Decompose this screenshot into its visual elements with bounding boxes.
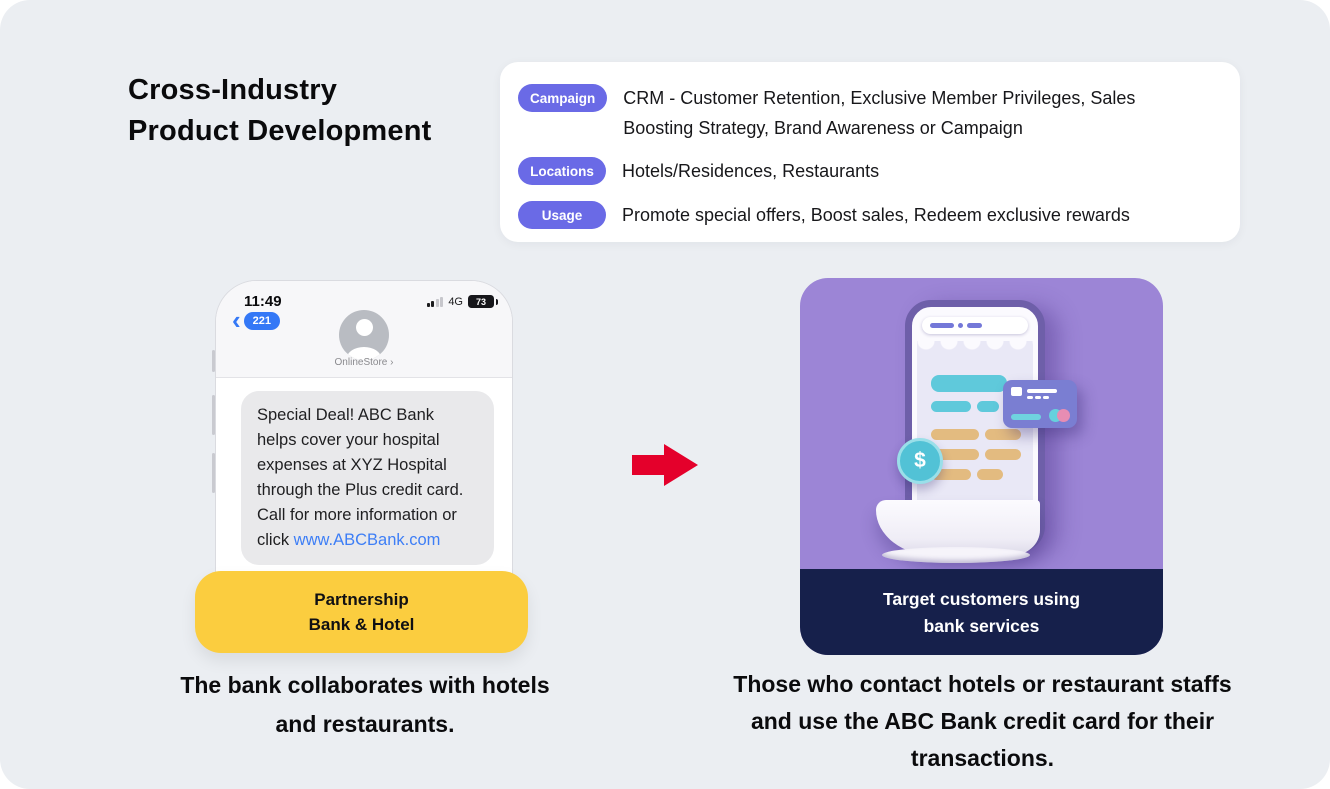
right-caption-line2: and use the ABC Bank credit card for the… [750, 708, 1215, 734]
sms-message-text: Special Deal! ABC Bank helps cover your … [257, 406, 464, 549]
person-icon [355, 319, 373, 336]
info-row-campaign: Campaign CRM - Customer Retention, Exclu… [518, 84, 1214, 143]
network-label: 4G [448, 295, 463, 308]
chevron-right-icon: › [390, 357, 394, 368]
receipt-illustration [876, 500, 1040, 563]
info-card: Campaign CRM - Customer Retention, Exclu… [500, 62, 1240, 242]
credit-card-illustration [1003, 380, 1077, 428]
phone-volume-up-button [212, 395, 215, 435]
contact-name-row: OnlineStore › [216, 357, 512, 368]
dollar-coin-icon: $ [897, 438, 943, 484]
usage-badge: Usage [518, 201, 606, 229]
right-caption: Those who contact hotels or restaurant s… [660, 666, 1305, 777]
back-button[interactable]: ‹ 221 [232, 304, 281, 335]
partnership-label-box: Partnership Bank & Hotel [195, 571, 528, 653]
page-title-line2: Product Development [128, 115, 432, 147]
status-time: 11:49 [244, 293, 282, 310]
locations-text: Hotels/Residences, Restaurants [622, 161, 880, 181]
usage-text: Promote special offers, Boost sales, Red… [622, 205, 1130, 225]
signal-icon [426, 296, 444, 307]
phone-volume-down-button [212, 453, 215, 493]
phone-mute-switch [212, 350, 215, 372]
campaign-badge: Campaign [518, 84, 608, 112]
target-caption-line1: Target customers using [882, 589, 1081, 609]
contact-name: OnlineStore [334, 357, 388, 368]
locations-badge: Locations [518, 157, 606, 185]
campaign-text: CRM - Customer Retention, Exclusive Memb… [623, 88, 1136, 138]
target-card-caption: Target customers using bank services [800, 569, 1163, 655]
sms-phone-mockup: 11:49 4G 73 ‹ 221 OnlineStore › [215, 280, 513, 580]
status-icons: 4G 73 [426, 295, 498, 308]
chevron-left-icon: ‹ [232, 304, 241, 335]
info-row-usage: Usage Promote special offers, Boost sale… [518, 201, 1214, 230]
partnership-line1: Partnership [314, 589, 409, 609]
right-caption-line1: Those who contact hotels or restaurant s… [733, 671, 1232, 697]
target-caption-line2: bank services [923, 616, 1040, 636]
contact-avatar [339, 310, 389, 360]
browser-url-bar [922, 317, 1028, 334]
target-customers-card: $ Target customers using bank services [800, 278, 1163, 655]
page-title-line1: Cross-Industry [128, 74, 338, 106]
partnership-line2: Bank & Hotel [308, 614, 415, 634]
sms-message-bubble: Special Deal! ABC Bank helps cover your … [241, 391, 494, 565]
left-caption-line1: The bank collaborates with hotels [180, 672, 550, 698]
phone-status-bar: 11:49 4G 73 [244, 293, 498, 310]
wave-decoration [917, 341, 1033, 353]
page-title: Cross-Industry Product Development [128, 70, 432, 152]
sms-message-link[interactable]: www.ABCBank.com [293, 531, 441, 549]
unread-count-badge: 221 [243, 312, 281, 330]
left-caption: The bank collaborates with hotels and re… [110, 666, 620, 744]
phone-header: 11:49 4G 73 ‹ 221 OnlineStore › [216, 281, 512, 378]
right-caption-line3: transactions. [910, 745, 1055, 771]
left-caption-line2: and restaurants. [275, 711, 455, 737]
info-row-locations: Locations Hotels/Residences, Restaurants [518, 157, 1214, 186]
arrow-right-icon [632, 444, 698, 486]
battery-icon: 73 [468, 295, 498, 308]
card-chip [1011, 387, 1022, 396]
